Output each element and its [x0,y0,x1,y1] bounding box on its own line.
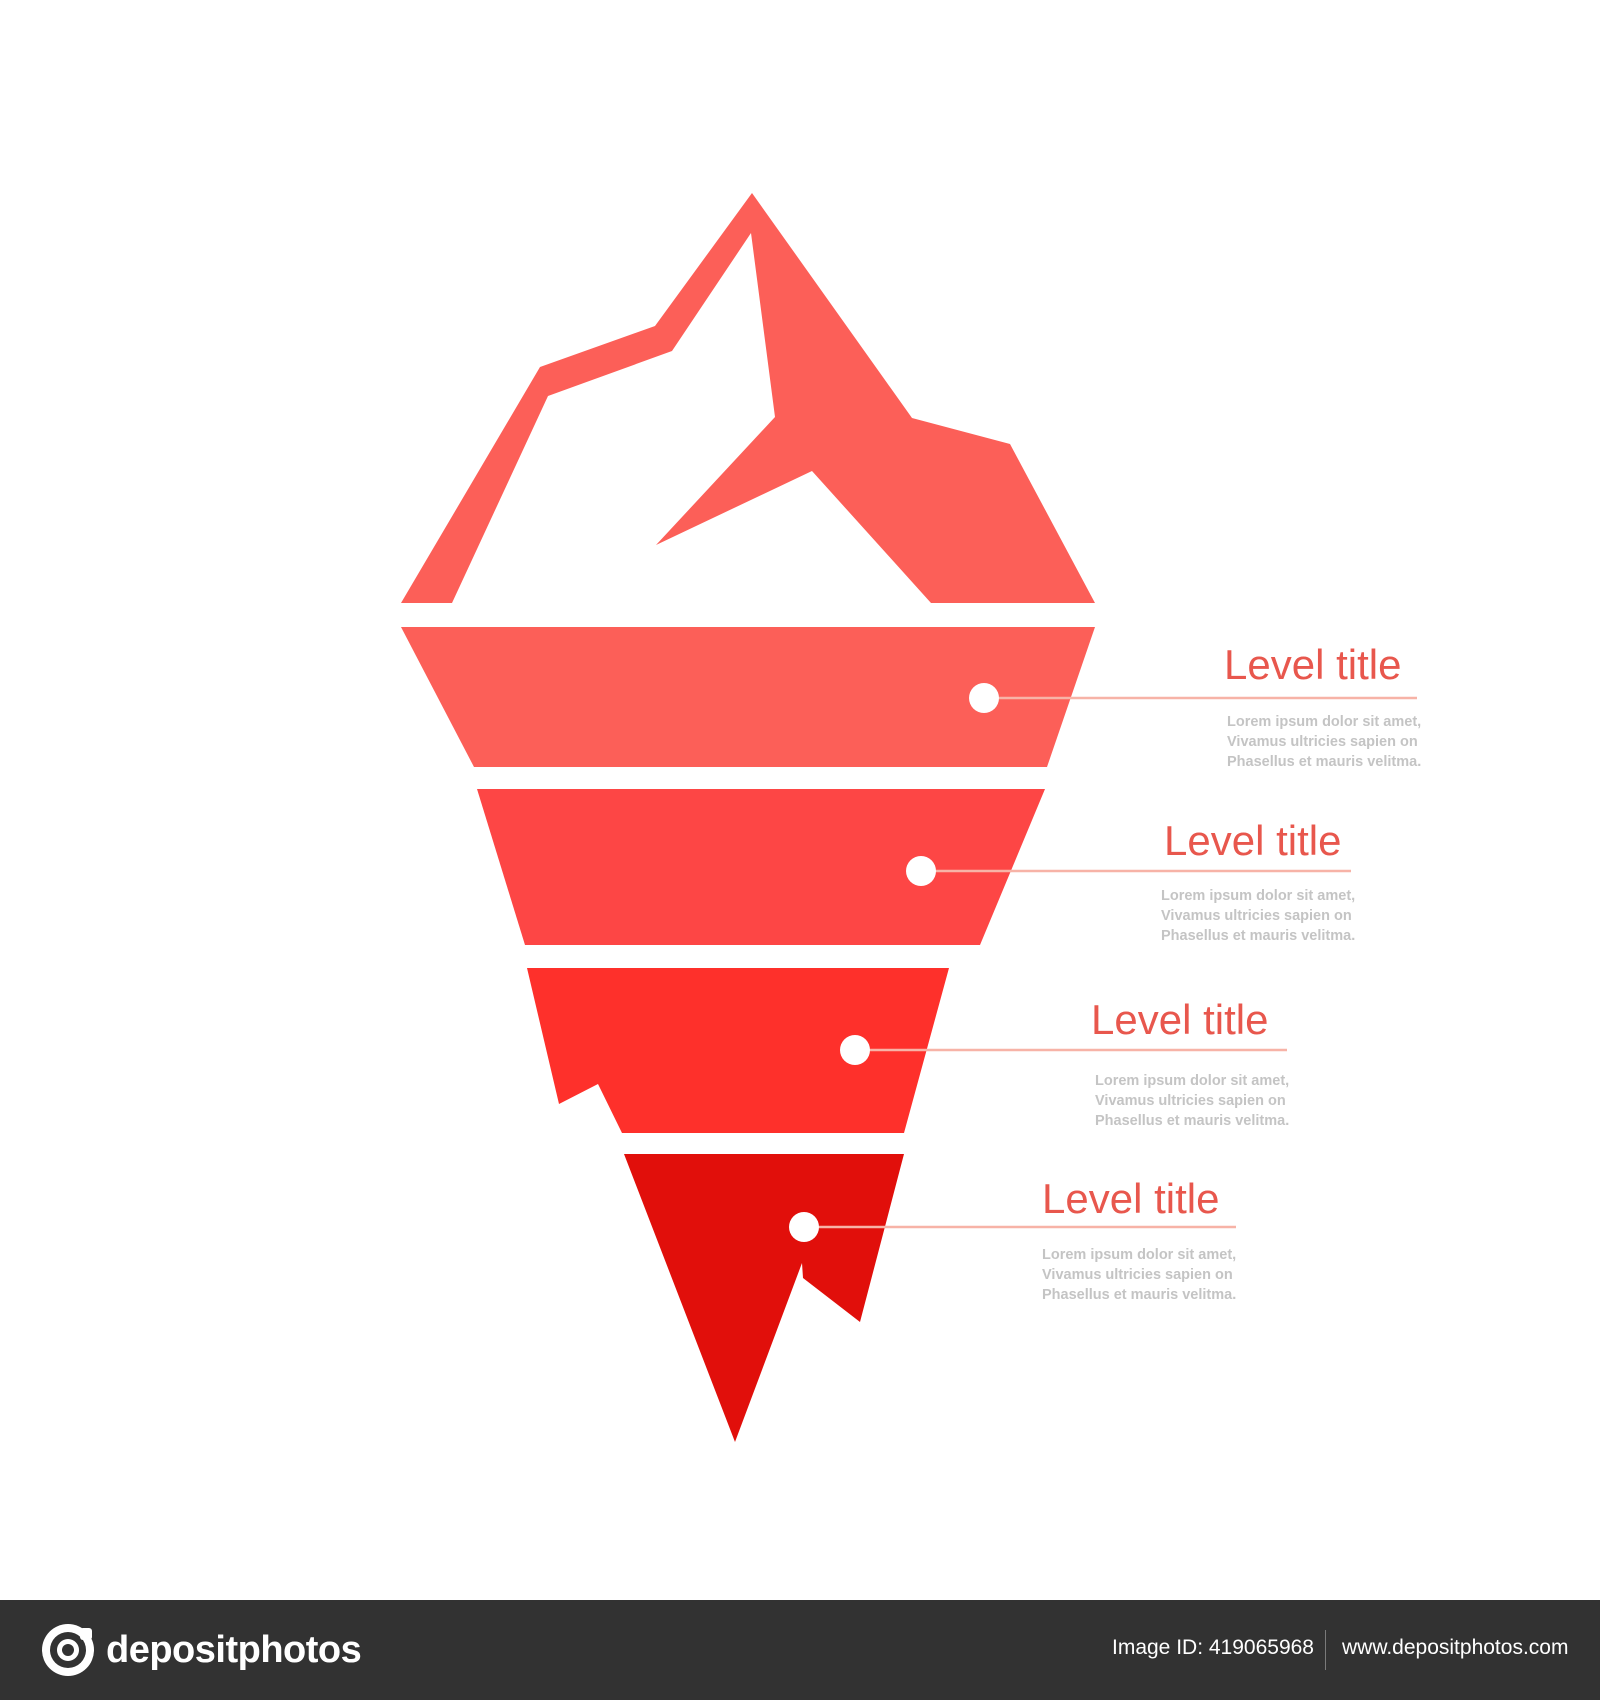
footer-divider [1325,1630,1326,1670]
layer-3-title: Level title [1091,996,1268,1043]
layer-4-title: Level title [1042,1175,1219,1222]
layer-4-band [624,1154,904,1442]
iceberg-layer-2: Level title Lorem ipsum dolor sit amet, … [477,789,1355,945]
layer-4-marker [789,1212,819,1242]
layer-3-band [527,968,949,1133]
layer-1-marker [969,683,999,713]
layer-3-description-line-2: Vivamus ultricies sapien on [1095,1093,1286,1109]
layer-4-description-line-1: Lorem ipsum dolor sit amet, [1042,1247,1236,1263]
iceberg-layer-1: Level title Lorem ipsum dolor sit amet, … [401,627,1421,770]
iceberg-layer-4: Level title Lorem ipsum dolor sit amet, … [624,1154,1236,1442]
layer-2-title: Level title [1164,817,1341,864]
iceberg-diagram: Level title Lorem ipsum dolor sit amet, … [401,193,1421,1442]
site-url-link[interactable]: www.depositphotos.com [1342,1636,1569,1659]
footer-bar: depositphotos Image ID: 419065968 www.de… [0,1600,1600,1700]
image-id-label: Image ID: 419065968 [1112,1636,1314,1659]
layer-3-marker [840,1035,870,1065]
iceberg-tip-shape [401,193,1095,603]
brand[interactable]: depositphotos [40,1620,362,1680]
layer-4-description-line-3: Phasellus et mauris velitma. [1042,1287,1236,1303]
layer-1-title: Level title [1224,641,1401,688]
iceberg-layer-3: Level title Lorem ipsum dolor sit amet, … [527,968,1289,1133]
brand-name: depositphotos [106,1628,362,1671]
layer-2-band [477,789,1045,945]
layer-2-description-line-3: Phasellus et mauris velitma. [1161,928,1355,944]
layer-3-description-line-3: Phasellus et mauris velitma. [1095,1113,1289,1129]
layer-1-description-line-1: Lorem ipsum dolor sit amet, [1227,714,1421,730]
depositphotos-logo-icon [42,1624,94,1676]
layer-2-description-line-2: Vivamus ultricies sapien on [1161,908,1352,924]
layer-1-description-line-3: Phasellus et mauris velitma. [1227,754,1421,770]
layer-3-description-line-1: Lorem ipsum dolor sit amet, [1095,1073,1289,1089]
layer-2-marker [906,856,936,886]
layer-4-description-line-2: Vivamus ultricies sapien on [1042,1267,1233,1283]
iceberg-tip [401,193,1095,603]
layer-1-band [401,627,1095,767]
layer-2-description-line-1: Lorem ipsum dolor sit amet, [1161,888,1355,904]
layer-1-description-line-2: Vivamus ultricies sapien on [1227,734,1418,750]
